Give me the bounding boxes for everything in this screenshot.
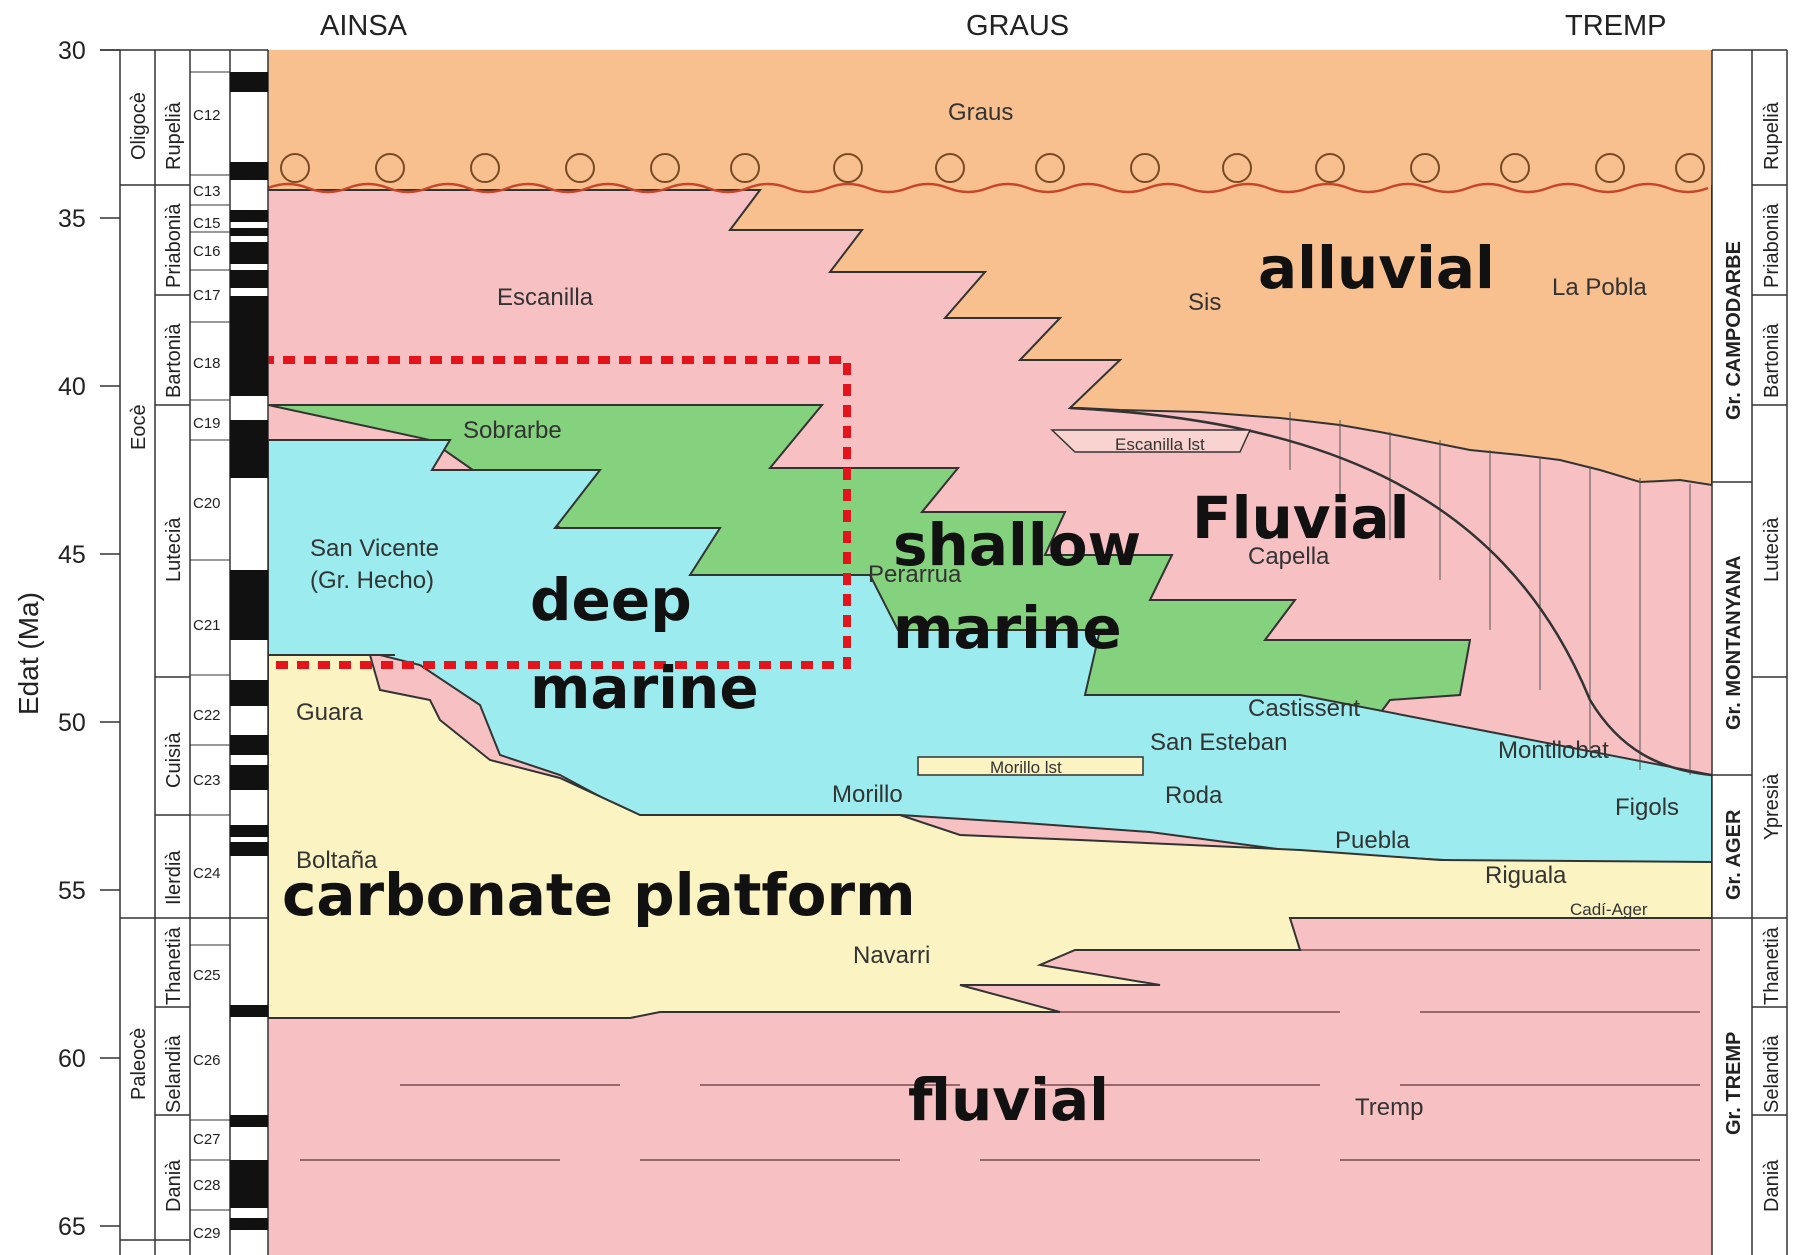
stage-label: Cuisià: [163, 732, 185, 788]
unit-san-esteban: San Esteban: [1150, 729, 1287, 756]
stage-label: Ilerdià: [163, 850, 185, 905]
location-ainsa: AINSA: [320, 10, 408, 42]
chron-label: C27: [193, 1131, 221, 1148]
ann-deep-2: marine: [530, 654, 759, 722]
epoch-oligocene: Oligocè: [128, 92, 150, 160]
location-graus: GRAUS: [966, 10, 1069, 42]
chron-label: C18: [193, 355, 221, 372]
group-ager: Gr. AGER: [1723, 809, 1745, 900]
stage-label: Thanetià: [1761, 926, 1783, 1005]
chron-label: C17: [193, 287, 221, 304]
unit-guara: Guara: [296, 699, 363, 726]
y-tick-label: 35: [58, 205, 86, 233]
ann-carbonate: carbonate platform: [282, 861, 916, 929]
unit-morillo-lst: Morillo lst: [990, 758, 1062, 777]
stage-label: Priabonià: [1761, 203, 1783, 288]
polarity-column: [230, 72, 268, 1230]
chron-label: C28: [193, 1177, 221, 1194]
chron-label: C22: [193, 707, 221, 724]
stage-label: Selandià: [163, 1034, 185, 1113]
chron-label: C26: [193, 1052, 221, 1069]
unit-puebla: Puebla: [1335, 827, 1410, 854]
unit-san-vicente-1: San Vicente: [310, 535, 439, 562]
stage-label: Bartonià: [1761, 323, 1783, 398]
chron-label: C13: [193, 183, 221, 200]
stage-label: Rupelià: [1761, 101, 1783, 170]
unit-graus: Graus: [948, 99, 1013, 126]
ann-shallow-2: marine: [893, 594, 1122, 662]
group-campodarbe: Gr. CAMPODARBE: [1723, 241, 1745, 420]
stage-label: Lutecià: [1761, 517, 1783, 582]
location-labels: AINSA GRAUS TREMP: [320, 10, 1667, 42]
unit-escanilla-lst: Escanilla lst: [1115, 435, 1205, 454]
group-tremp: Gr. TREMP: [1723, 1032, 1745, 1135]
ann-shallow-1: shallow: [893, 511, 1141, 579]
y-tick-label: 55: [58, 877, 86, 905]
ann-deep-1: deep: [530, 566, 692, 634]
stage-label: Danià: [1761, 1159, 1783, 1212]
chron-label: C16: [193, 243, 221, 260]
unit-san-vicente-2: (Gr. Hecho): [310, 567, 434, 594]
epoch-eocene: Eocè: [128, 404, 150, 450]
chron-label: C20: [193, 495, 221, 512]
unit-tremp: Tremp: [1355, 1094, 1423, 1121]
y-tick-label: 45: [58, 541, 86, 569]
stage-label: Danià: [163, 1159, 185, 1212]
stage-label: Lutecià: [163, 517, 185, 582]
unit-sobrarbe: Sobrarbe: [463, 417, 562, 444]
unit-escanilla: Escanilla: [497, 284, 594, 311]
group-montanyana: Gr. MONTANYANA: [1723, 556, 1745, 730]
unit-cadi-ager: Cadí-Ager: [1570, 900, 1648, 919]
y-tick-label: 50: [58, 709, 86, 737]
unit-roda: Roda: [1165, 782, 1223, 809]
chron-label: C23: [193, 772, 221, 789]
y-tick-label: 30: [58, 37, 86, 65]
ann-alluvial: alluvial: [1258, 234, 1495, 302]
stage-label: Selandià: [1761, 1034, 1783, 1113]
chron-label: C29: [193, 1225, 221, 1242]
y-tick-label: 65: [58, 1213, 86, 1241]
y-axis: 30 35 40 45 50 55 60 65 Edat (Ma): [13, 37, 120, 1241]
unit-la-pobla: La Pobla: [1552, 274, 1647, 301]
epoch-paleocene: Paleocè: [128, 1028, 150, 1100]
stage-label: Thanetià: [163, 926, 185, 1005]
epoch-labels: Oligocè Eocè Paleocè: [128, 92, 150, 1100]
chron-label: C19: [193, 415, 221, 432]
chron-label: C12: [193, 107, 221, 124]
unit-navarri: Navarri: [853, 942, 930, 969]
chron-label: C25: [193, 967, 221, 984]
unit-sis: Sis: [1188, 289, 1221, 316]
unit-montllobat: Montllobat: [1498, 737, 1609, 764]
stage-label: Ypresià: [1761, 773, 1783, 840]
stage-label: Rupelià: [163, 101, 185, 170]
ann-fluvial-lower: fluvial: [908, 1066, 1109, 1134]
y-tick-label: 60: [58, 1045, 86, 1073]
y-tick-label: 40: [58, 373, 86, 401]
stage-labels-left: Rupelià Priabonià Bartonià Lutecià Cuisi…: [163, 101, 185, 1212]
unit-riguala: Riguala: [1485, 862, 1567, 889]
chron-label: C21: [193, 617, 221, 634]
location-tremp: TREMP: [1565, 10, 1667, 42]
unit-figols: Figols: [1615, 794, 1679, 821]
ann-fluvial-upper: Fluvial: [1192, 484, 1410, 552]
unit-morillo: Morillo: [832, 781, 903, 808]
stage-labels-right: Rupelià Priabonià Bartonià Lutecià Ypres…: [1761, 101, 1783, 1212]
unit-castissent: Castissent: [1248, 695, 1360, 722]
stage-label: Priabonià: [163, 203, 185, 288]
chron-label: C15: [193, 215, 221, 232]
group-labels: Gr. CAMPODARBE Gr. MONTANYANA Gr. AGER G…: [1723, 241, 1745, 1135]
y-axis-label: Edat (Ma): [13, 592, 44, 715]
stage-label: Bartonià: [163, 323, 185, 398]
chron-label: C24: [193, 865, 221, 882]
